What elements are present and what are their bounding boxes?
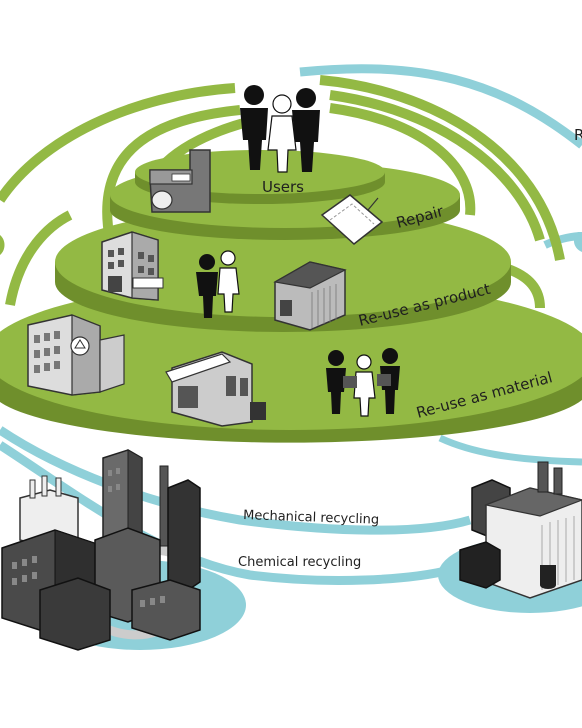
recycling-warehouse-icon xyxy=(273,261,347,331)
folded-cloth-icon xyxy=(320,194,384,245)
label-chemical-recycling: Chemical recycling xyxy=(238,555,361,570)
label-edge-fragment: R xyxy=(574,126,582,144)
thrift-shop-icon xyxy=(165,351,266,427)
label-users: Users xyxy=(262,178,304,196)
label-mechanical-recycling: Mechanical recycling xyxy=(243,508,379,528)
recycling-factory-icon xyxy=(27,314,125,396)
couple-people-icon xyxy=(196,250,240,318)
teal-flow-lines xyxy=(0,64,582,585)
people-with-clothes-icon xyxy=(326,348,400,417)
shop-building-icon xyxy=(101,231,164,301)
sewing-machine-icon xyxy=(149,149,211,213)
industrial-plant-icon xyxy=(1,449,201,651)
users-people-icon xyxy=(240,85,320,173)
recycling-plant-icon xyxy=(459,461,582,599)
